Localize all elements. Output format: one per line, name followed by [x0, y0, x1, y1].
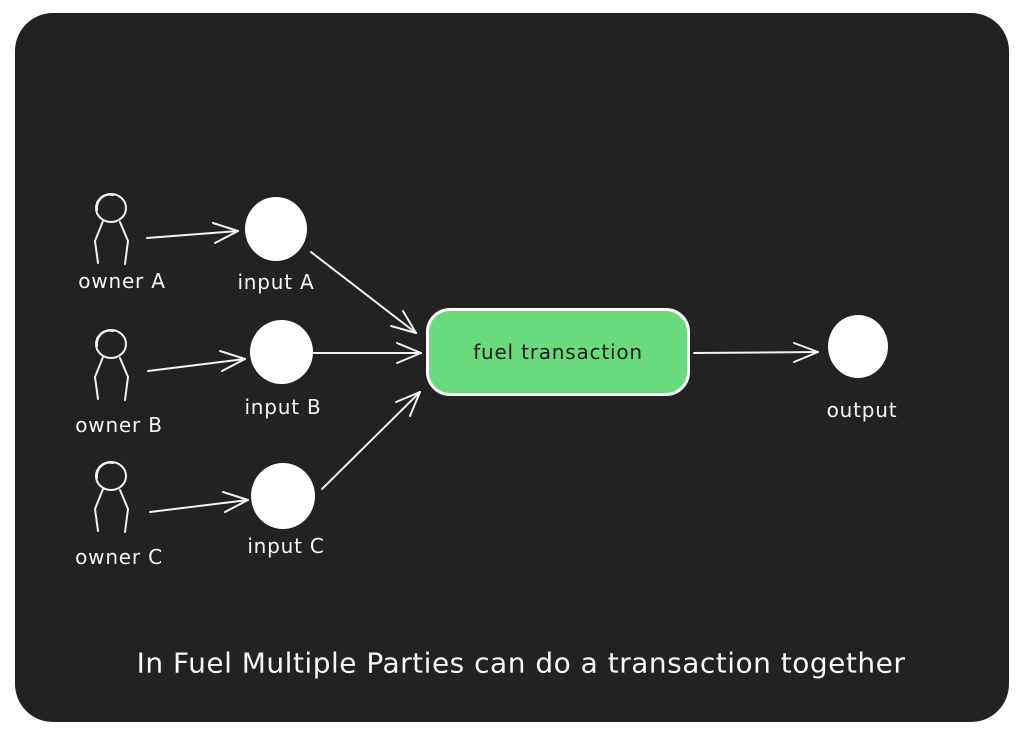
- output-label: output: [826, 398, 898, 422]
- output-node: [828, 315, 888, 378]
- input-b-label: input B: [244, 395, 322, 419]
- arrow-transaction-to-output: [693, 342, 819, 363]
- person-icon-owner-b: [94, 329, 129, 401]
- arrow-input-b-to-transaction: [312, 342, 422, 364]
- owner-a-label: owner A: [78, 269, 166, 293]
- input-b-node: [250, 320, 313, 384]
- input-c-label: input C: [247, 534, 325, 558]
- owner-b-label: owner B: [75, 413, 163, 437]
- diagram-caption: In Fuel Multiple Parties can do a transa…: [136, 646, 906, 680]
- arrow-owner-c-to-input-c: [149, 491, 249, 513]
- input-a-node: [245, 197, 307, 261]
- arrow-owner-b-to-input-b: [147, 350, 246, 372]
- owner-c-label: owner C: [75, 545, 163, 569]
- person-icon-owner-c: [94, 461, 129, 533]
- arrow-input-a-to-transaction: [310, 251, 417, 334]
- fuel-transaction-box: fuel transaction: [426, 308, 690, 396]
- input-c-node: [251, 463, 315, 529]
- fuel-transaction-label: fuel transaction: [473, 340, 643, 364]
- arrow-owner-a-to-input-a: [146, 222, 239, 244]
- arrow-input-c-to-transaction: [321, 391, 421, 490]
- input-a-label: input A: [237, 270, 315, 294]
- person-icon-owner-a: [94, 193, 129, 265]
